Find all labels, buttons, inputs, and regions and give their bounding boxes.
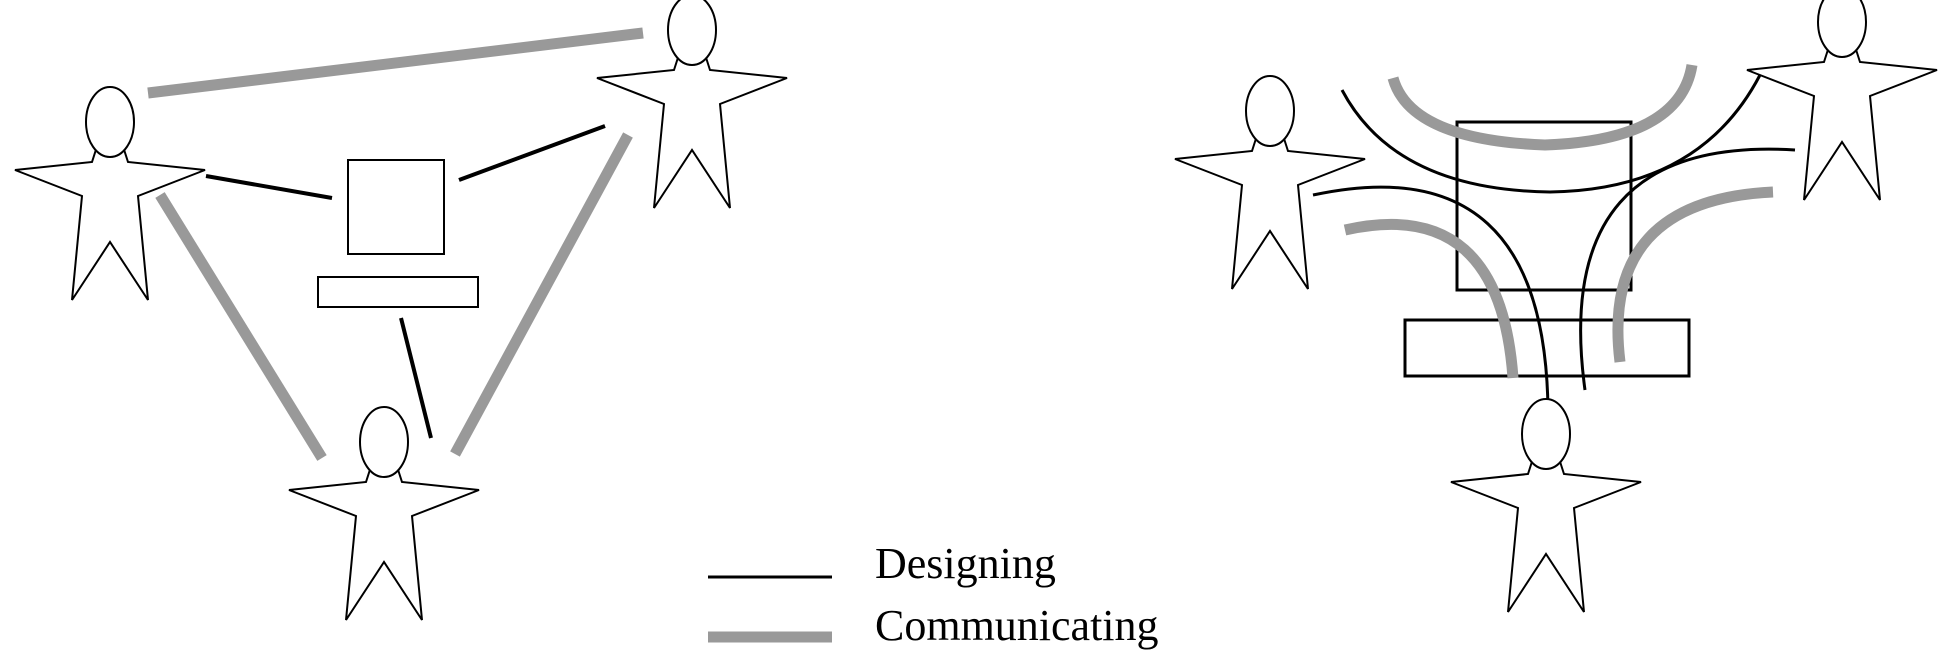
person-icon [15,87,205,300]
person-icon [1451,399,1641,612]
legend: Designing Communicating [708,539,1159,650]
left-panel [15,0,787,620]
designing-link [459,126,605,180]
designing-link [206,176,332,198]
person-icon [1747,0,1937,200]
legend-designing-label: Designing [875,539,1056,588]
communicating-link [455,135,628,454]
legend-communicating-label: Communicating [875,601,1159,650]
person-icon [289,407,479,620]
monitor [348,160,444,254]
keyboard [318,277,478,307]
right-panel [1175,0,1937,612]
computer-icon [318,160,478,307]
communicating-link [160,195,322,458]
person-icon [1175,76,1365,289]
communicating-link [148,33,643,93]
designing-link [401,318,431,438]
